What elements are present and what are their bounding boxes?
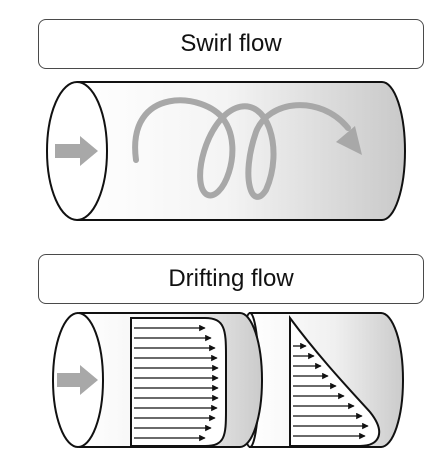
drift-pipe — [52, 312, 404, 448]
drift-inlet-arrow-icon — [57, 365, 98, 395]
swirl-inlet-arrow-icon — [55, 136, 98, 166]
swirl-flow-title: Swirl flow — [38, 19, 424, 69]
uniform-velocity-profile — [130, 317, 227, 447]
swirl-helix-arrowhead-icon — [336, 126, 362, 155]
swirl-pipe-body — [77, 81, 406, 221]
uniform-profile-outline — [130, 317, 227, 447]
swirl-helix-arrow-icon — [132, 97, 351, 200]
drifting-flow-title: Drifting flow — [38, 254, 424, 304]
swirl-pipe — [46, 81, 406, 221]
drifting-velocity-profile — [289, 314, 381, 447]
